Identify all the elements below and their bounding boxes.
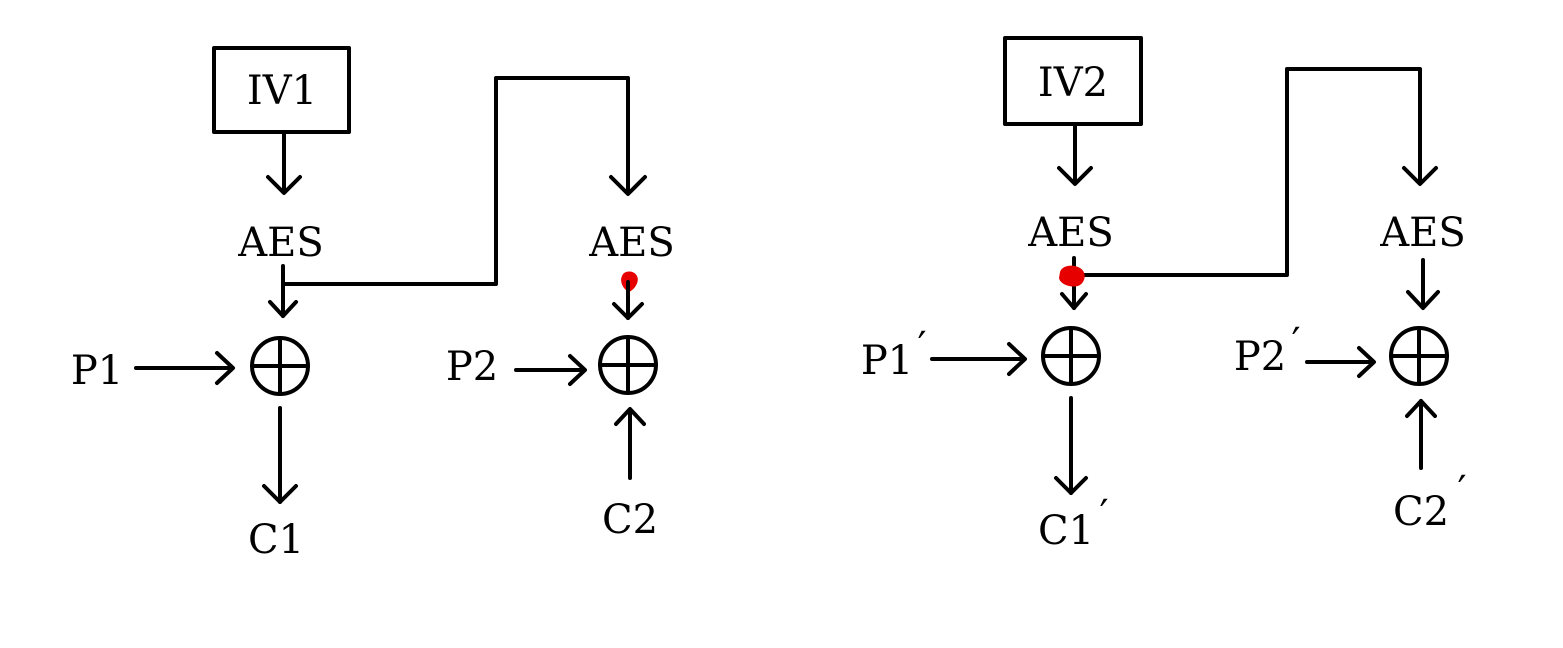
c1-prime-mark: ′	[1099, 492, 1108, 538]
iv2-label: IV2	[1038, 60, 1108, 106]
xor1-to-c1-arrow	[262, 406, 298, 504]
p1-arrow	[134, 351, 235, 385]
p1-prime-arrow	[930, 342, 1027, 376]
p1-label: P1	[71, 348, 123, 394]
c2-prime-to-xor2-prime-arrow	[1405, 399, 1437, 470]
p2-prime-label: P2	[1234, 334, 1286, 380]
aes-left-1: AES	[237, 220, 324, 266]
right-diagram: IV2 AES AES	[861, 36, 1467, 554]
feedback-arrowhead-left	[609, 175, 647, 196]
c2-label: C2	[602, 497, 658, 543]
p2-arrow	[514, 354, 587, 386]
aes-right-1: AES	[1027, 210, 1114, 256]
xor1-prime-to-c1-prime-arrow	[1054, 396, 1088, 495]
aes-to-xor1-arrow	[268, 264, 298, 318]
highlight-dot-right	[1059, 265, 1085, 287]
iv2-box	[1003, 36, 1143, 126]
p1-prime-label: P1	[861, 338, 913, 384]
c2-to-xor2-arrow	[614, 407, 646, 480]
c2-prime-label: C2	[1393, 489, 1449, 535]
aes2-to-xor2-prime-arrow	[1406, 258, 1440, 310]
c2-prime-mark: ′	[1457, 468, 1466, 514]
xor-symbol-left-2	[598, 335, 658, 395]
xor-symbol-left-1	[250, 336, 310, 396]
iv1-label: IV1	[247, 68, 317, 114]
feedback-arrowhead-right	[1402, 166, 1438, 186]
p2-label: P2	[446, 344, 498, 390]
xor-symbol-right-1	[1041, 326, 1101, 386]
feedback-path-left	[281, 76, 630, 286]
left-diagram: IV1 AES AES	[71, 46, 675, 563]
iv1-box	[212, 46, 351, 134]
aes-right-2: AES	[1379, 210, 1466, 256]
feedback-path-right	[1072, 67, 1422, 277]
c1-prime-label: C1	[1038, 508, 1094, 554]
xor-symbol-right-2	[1389, 326, 1449, 386]
p2-prime-mark: ′	[1291, 320, 1300, 366]
aes-left-2: AES	[588, 220, 675, 266]
aes2-to-xor2-arrow	[612, 280, 644, 320]
iv1-to-aes-arrow	[266, 132, 302, 195]
p2-prime-arrow	[1305, 346, 1376, 378]
iv2-to-aes-arrow	[1057, 124, 1093, 186]
c1-label: C1	[248, 517, 304, 563]
p1-prime-mark: ′	[917, 324, 926, 370]
